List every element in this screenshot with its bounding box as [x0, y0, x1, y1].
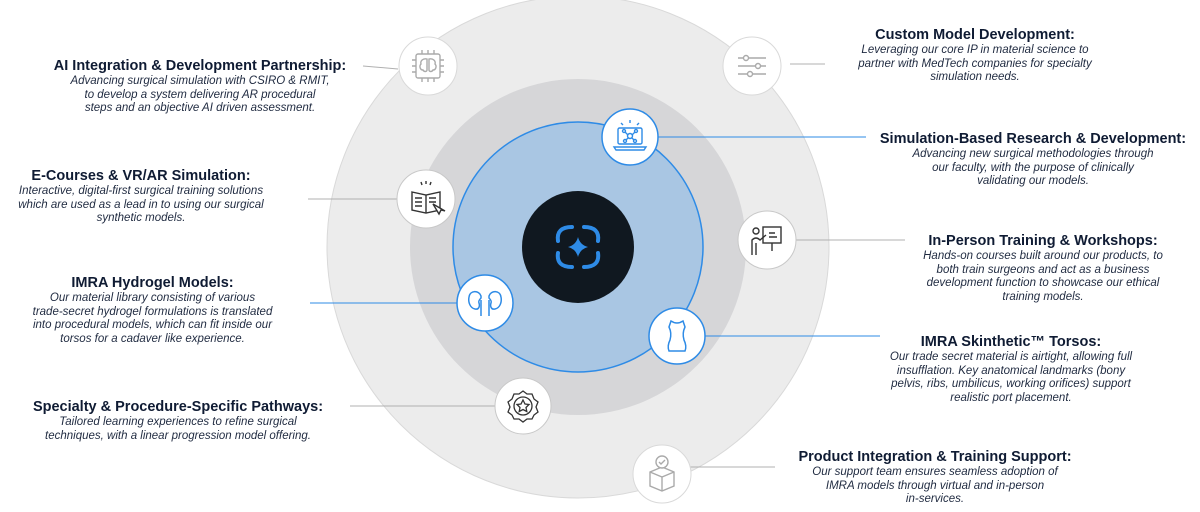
- box-check-icon: [632, 444, 692, 504]
- item-desc-line: both train surgeons and act as a busines…: [936, 263, 1150, 276]
- item-title: E-Courses & VR/AR Simulation:: [31, 168, 251, 184]
- brain-chip-icon: [398, 36, 458, 96]
- presenter-board-icon: [737, 210, 797, 270]
- item-desc-line: validating our models.: [977, 175, 1089, 187]
- item-desc-line: techniques, with a linear progression mo…: [45, 429, 311, 442]
- kidney-icon: [456, 274, 514, 332]
- item-desc-line: into procedural models, which can fit in…: [32, 319, 273, 331]
- item-desc-line: Advancing new surgical methodologies thr…: [912, 148, 1154, 160]
- book-cursor-icon: [396, 169, 456, 229]
- label-custom-model: Custom Model Development: Leveraging our…: [820, 26, 1130, 85]
- item-title: Simulation-Based Research & Development:: [879, 131, 1187, 147]
- item-desc-line: Leveraging our core IP in material scien…: [861, 44, 1089, 56]
- item-desc-line: Interactive, digital-first surgical trai…: [18, 185, 264, 197]
- item-title: IMRA Skinthetic™ Torsos:: [920, 334, 1102, 350]
- item-title: Product Integration & Training Support:: [798, 449, 1072, 465]
- item-title: Specialty & Procedure-Specific Pathways:: [32, 399, 324, 415]
- badge-star-icon: [494, 377, 552, 435]
- label-product-integration: Product Integration & Training Support: …: [780, 448, 1090, 507]
- item-desc-line: IMRA models through virtual and in-perso…: [825, 479, 1045, 492]
- torso-icon: [648, 307, 706, 365]
- item-desc-line: Our material library consisting of vario…: [49, 292, 256, 304]
- label-in-person: In-Person Training & Workshops: Hands-on…: [895, 232, 1191, 304]
- laptop-molecule-icon: [601, 108, 659, 166]
- item-title: IMRA Hydrogel Models:: [71, 275, 234, 291]
- item-desc-line: Advancing surgical simulation with CSIRO…: [70, 75, 330, 87]
- item-desc-line: insufflation. Key anatomical landmarks (…: [896, 364, 1126, 377]
- item-title: AI Integration & Development Partnership…: [53, 58, 347, 74]
- label-torsos: IMRA Skinthetic™ Torsos: Our trade secre…: [866, 333, 1156, 405]
- item-desc-line: pelvis, ribs, umbilicus, working orifice…: [891, 378, 1131, 390]
- label-ecourses: E-Courses & VR/AR Simulation: Interactiv…: [0, 167, 282, 226]
- item-desc-line: in-services.: [905, 493, 965, 505]
- item-desc-line: realistic port placement.: [950, 391, 1072, 404]
- item-desc-line: torsos for a cadaver like experience.: [60, 332, 245, 345]
- item-desc-line: partner with MedTech companies for speci…: [858, 57, 1092, 70]
- item-title: Custom Model Development:: [875, 27, 1075, 43]
- item-desc-line: Tailored learning experiences to refine …: [59, 416, 297, 428]
- item-desc-line: our faculty, with the purpose of clinica…: [932, 161, 1134, 174]
- item-title: In-Person Training & Workshops:: [928, 233, 1158, 249]
- item-desc-line: Hands-on courses built around our produc…: [923, 250, 1163, 262]
- center-logo-icon: [555, 225, 601, 269]
- item-desc-line: which are used as a lead in to using our…: [18, 198, 264, 211]
- label-pathways: Specialty & Procedure-Specific Pathways:…: [18, 398, 338, 443]
- label-sim-research: Simulation-Based Research & Development:…: [866, 130, 1200, 189]
- item-desc-line: synthetic models.: [96, 212, 186, 224]
- item-desc-line: Our support team ensures seamless adopti…: [812, 466, 1058, 478]
- label-hydrogel: IMRA Hydrogel Models: Our material libra…: [15, 274, 290, 346]
- sliders-icon: [722, 36, 782, 96]
- item-desc-line: Our trade secret material is airtight, a…: [889, 351, 1133, 363]
- item-desc-line: training models.: [1002, 290, 1084, 303]
- connector-ai: [362, 65, 399, 70]
- item-desc-line: trade-secret hydrogel formulations is tr…: [32, 305, 273, 318]
- item-desc-line: simulation needs.: [930, 71, 1020, 83]
- item-desc-line: development function to showcase our eth…: [926, 277, 1160, 289]
- label-ai-integration: AI Integration & Development Partnership…: [30, 57, 370, 116]
- item-desc-line: steps and an objective AI driven assessm…: [84, 102, 316, 114]
- item-desc-line: to develop a system delivering AR proced…: [84, 88, 316, 101]
